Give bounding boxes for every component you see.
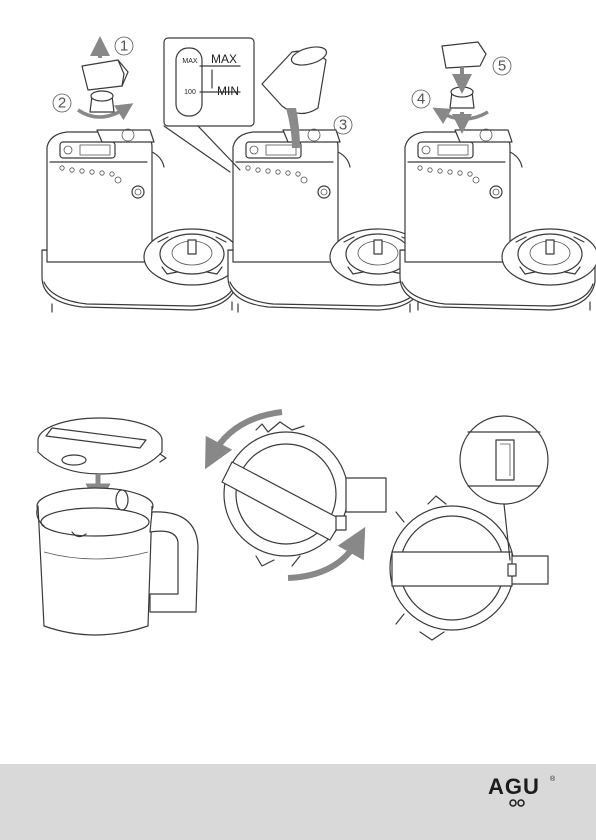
step-5-label: 5 xyxy=(498,58,506,75)
page-footer: AGU ® xyxy=(0,764,596,840)
step-3-label: 3 xyxy=(339,117,347,134)
brand-name: AGU xyxy=(488,774,540,799)
step-4-5-illustration: 5 4 xyxy=(400,42,596,312)
agu-logo: AGU ® xyxy=(486,772,558,812)
step-2-label: 2 xyxy=(58,95,66,112)
scale-min-label: MIN xyxy=(217,84,239,98)
scale-min-value: 100 xyxy=(184,89,196,96)
scale-max-small: MAX xyxy=(182,58,198,65)
water-level-callout xyxy=(164,38,254,126)
step-1-label: 1 xyxy=(120,38,128,55)
locked-lid-illustration xyxy=(390,416,548,640)
step-4-label: 4 xyxy=(417,91,425,108)
lid-and-jug-illustration xyxy=(37,418,198,635)
scale-max-label: MAX xyxy=(211,52,237,66)
brand-mark: ® xyxy=(550,775,556,783)
rotate-lid-illustration xyxy=(212,412,386,578)
